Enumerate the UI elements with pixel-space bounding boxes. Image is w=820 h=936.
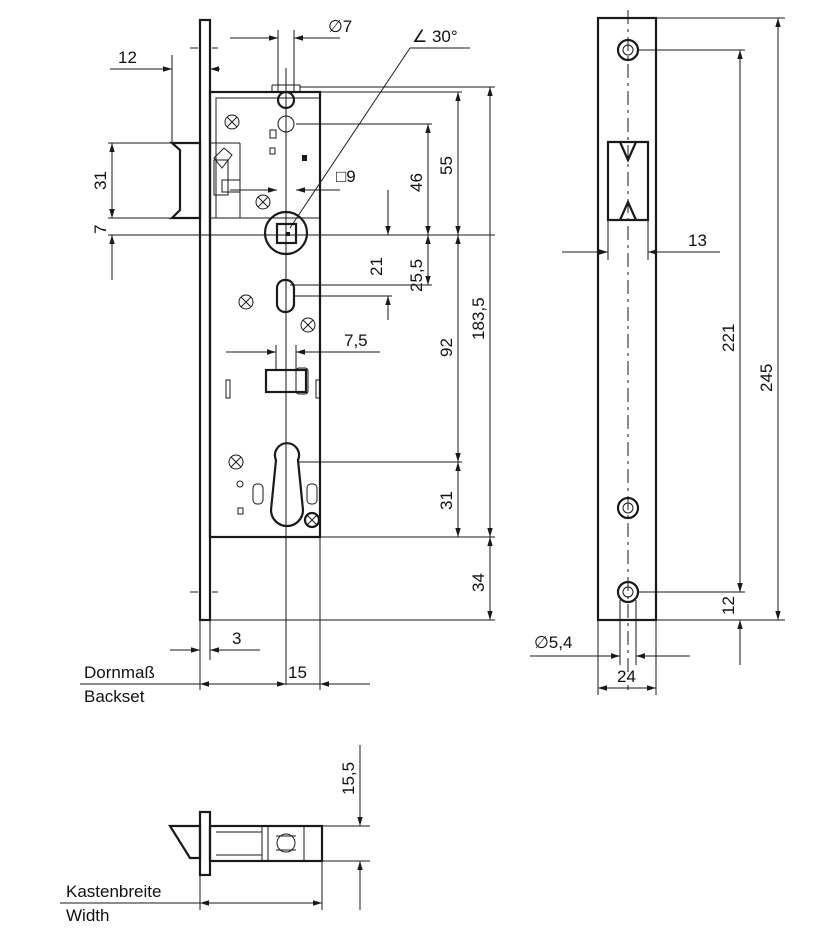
lock-case-bottom (208, 824, 324, 863)
bottom-view: 15,5 Kastenbreite Width (60, 745, 370, 925)
dim-21: 21 (367, 257, 386, 276)
dim-31-latch: 31 (91, 171, 110, 190)
screw-cylinder-right (303, 511, 321, 529)
dim-25-5: 25,5 (407, 259, 426, 292)
dim-13: 13 (688, 231, 707, 250)
dim-92: 92 (437, 338, 456, 357)
width-label-en: Width (66, 906, 109, 925)
dim-24: 24 (617, 667, 636, 686)
dim-square-9: □9 (336, 167, 356, 186)
side-view: 13 221 245 12 ∅5,4 24 (530, 10, 785, 695)
dim-221: 221 (719, 324, 738, 352)
latch-bolt-bottom (168, 824, 202, 860)
dim-15-5: 15,5 (339, 762, 358, 795)
dim-55: 55 (437, 156, 456, 175)
dim-15: 15 (288, 663, 307, 682)
screw-top (224, 114, 240, 130)
screw-mid (255, 194, 271, 210)
dim-phi7: ∅7 (328, 17, 352, 36)
latch-bolt (169, 141, 241, 220)
cylinder-hole (236, 442, 318, 528)
screw-cylinder-left (228, 454, 244, 470)
faceplate (198, 18, 212, 622)
screw-left (238, 294, 254, 310)
dim-245: 245 (757, 364, 776, 392)
dim-34: 34 (469, 573, 488, 592)
dim-31-cylinder: 31 (437, 491, 456, 510)
dim-3: 3 (232, 629, 241, 648)
dim-12-bottom: 12 (719, 596, 738, 615)
dim-46: 46 (407, 173, 426, 192)
dim-angle-30: ∠ 30° (412, 27, 458, 46)
backset-label-en: Backset (84, 687, 145, 706)
dim-phi5-4: ∅5,4 (534, 633, 572, 652)
dim-12: 12 (118, 48, 137, 67)
screw-hole-mid (616, 496, 640, 520)
width-label-de: Kastenbreite (66, 882, 161, 901)
screw-right (300, 317, 316, 333)
dim-7-5: 7,5 (344, 331, 368, 350)
front-view: 12 ∅7 ∠ 30° 31 7 □9 46 55 (80, 17, 495, 706)
backset-label-de: Dornmaß (84, 663, 155, 682)
lock-case (208, 90, 322, 539)
dim-183-5: 183,5 (469, 297, 488, 340)
dim-7: 7 (91, 225, 110, 234)
faceplate-side (596, 16, 658, 622)
